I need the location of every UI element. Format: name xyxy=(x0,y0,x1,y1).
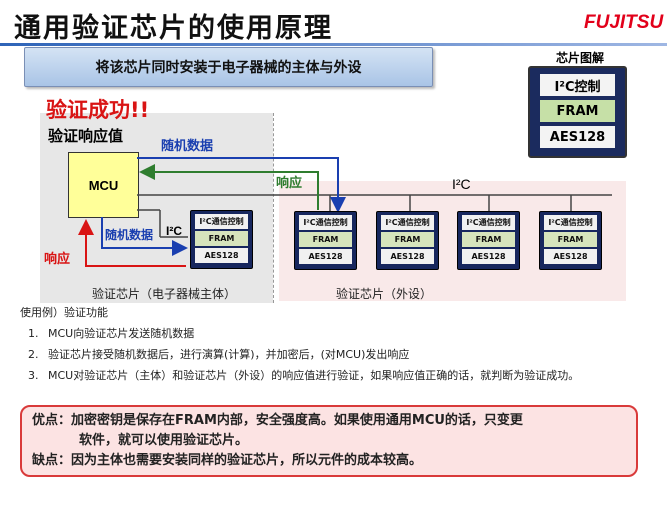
pros-line-2: 软件，就可以使用验证芯片。 xyxy=(79,433,249,448)
verification-status: 验证成功!! xyxy=(46,98,150,122)
chip-row-fram: FRAM xyxy=(299,232,352,247)
step-list: 1. MCU向验证芯片发送随机数据 2. 验证芯片接受随机数据后，进行演算(计算… xyxy=(28,326,648,389)
mcu-label: MCU xyxy=(88,177,119,193)
chip-legend: I²C控制 FRAM AES128 xyxy=(528,66,627,158)
pros-line-1: 优点：加密密钥是保存在FRAM内部，安全强度高。如果使用通用MCU的话，只变更 xyxy=(32,413,523,428)
peripheral-auth-chip-4: I²C通信控制 FRAM AES128 xyxy=(539,211,602,270)
area-separator xyxy=(273,113,274,303)
response-value-label: 验证响应值 xyxy=(48,127,124,145)
chip-row-i2c: I²C通信控制 xyxy=(462,215,515,230)
peripheral-chip-caption: 验证芯片（外设） xyxy=(336,287,433,301)
random-data-arrow-host xyxy=(101,217,188,256)
host-auth-chip: I²C通信控制 FRAM AES128 xyxy=(190,210,253,269)
step-text: 验证芯片接受随机数据后，进行演算(计算)，并加密后，(对MCU)发出响应 xyxy=(48,348,410,361)
step-number: 2. xyxy=(28,348,39,361)
step-text: MCU向验证芯片发送随机数据 xyxy=(48,327,195,340)
title-divider xyxy=(0,43,667,46)
chip-row-fram: FRAM xyxy=(381,232,434,247)
step-item: 2. 验证芯片接受随机数据后，进行演算(计算)，并加密后，(对MCU)发出响应 xyxy=(28,347,648,363)
host-chip-caption: 验证芯片（电子器械主体） xyxy=(92,287,237,301)
chip-row-aes: AES128 xyxy=(195,248,248,263)
random-data-label-host: 随机数据 xyxy=(105,228,154,242)
chip-row-i2c: I²C通信控制 xyxy=(195,214,248,229)
mcu-block: MCU xyxy=(68,152,139,218)
summary-banner-text: 将该芯片同时安装于电子器械的主体与外设 xyxy=(95,60,362,76)
peripheral-auth-chip-1: I²C通信控制 FRAM AES128 xyxy=(294,211,357,270)
chip-row-aes: AES128 xyxy=(299,249,352,264)
peripheral-auth-chip-2: I²C通信控制 FRAM AES128 xyxy=(376,211,439,270)
legend-row-aes: AES128 xyxy=(540,126,615,148)
chip-row-fram: FRAM xyxy=(544,232,597,247)
page-title: 通用验证芯片的使用原理 xyxy=(14,13,333,44)
step-number: 3. xyxy=(28,369,39,382)
chip-row-aes: AES128 xyxy=(381,249,434,264)
i2c-bus-label: I²C xyxy=(452,176,471,192)
cons-line: 缺点：因为主体也需要安装同样的验证芯片，所以元件的成本较高。 xyxy=(32,453,423,468)
fujitsu-logo: FUJITSU xyxy=(584,12,664,33)
step-number: 1. xyxy=(28,327,39,340)
chip-row-fram: FRAM xyxy=(195,231,248,246)
peripheral-auth-chip-3: I²C通信控制 FRAM AES128 xyxy=(457,211,520,270)
chip-row-aes: AES128 xyxy=(544,249,597,264)
response-arrow-peripheral xyxy=(139,164,319,210)
legend-row-fram: FRAM xyxy=(540,100,615,122)
step-text: MCU对验证芯片（主体）和验证芯片（外设）的响应值进行验证，如果响应值正确的话，… xyxy=(48,369,580,382)
random-data-arrow-peripheral xyxy=(137,157,346,213)
summary-banner: 将该芯片同时安装于电子器械的主体与外设 xyxy=(24,47,433,87)
random-data-label-top: 随机数据 xyxy=(161,139,214,154)
i2c-host-label: I²C xyxy=(166,224,182,238)
step-item: 3. MCU对验证芯片（主体）和验证芯片（外设）的响应值进行验证，如果响应值正确… xyxy=(28,368,648,384)
pros-cons-box: 优点：加密密钥是保存在FRAM内部，安全强度高。如果使用通用MCU的话，只变更 … xyxy=(20,405,638,477)
chip-row-i2c: I²C通信控制 xyxy=(299,215,352,230)
response-label-top: 响应 xyxy=(276,176,303,191)
usage-heading: 使用例）验证功能 xyxy=(20,306,108,319)
legend-title: 芯片图解 xyxy=(556,51,605,65)
chip-row-i2c: I²C通信控制 xyxy=(381,215,434,230)
response-label-host: 响应 xyxy=(44,252,71,267)
chip-row-i2c: I²C通信控制 xyxy=(544,215,597,230)
chip-row-aes: AES128 xyxy=(462,249,515,264)
response-arrow-host xyxy=(78,219,186,267)
step-item: 1. MCU向验证芯片发送随机数据 xyxy=(28,326,648,342)
legend-row-i2c: I²C控制 xyxy=(540,74,615,96)
chip-row-fram: FRAM xyxy=(462,232,515,247)
